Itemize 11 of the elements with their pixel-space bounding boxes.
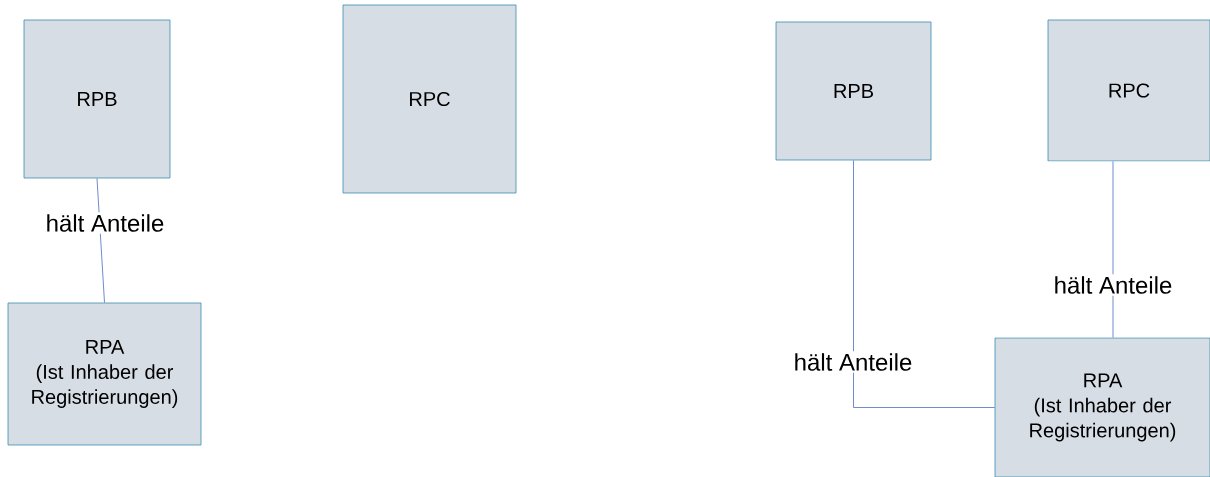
connector-line [853, 160, 995, 408]
box: RPB [775, 21, 932, 161]
edge-label: hält Anteile [791, 351, 915, 373]
box: RPC [1047, 19, 1210, 162]
box: RPA (Ist Inhaber der Registrierungen) [994, 337, 1210, 477]
edge-label: hält Anteile [43, 212, 167, 234]
box: RPC [342, 4, 517, 194]
box: RPB [23, 19, 171, 179]
box: RPA (Ist Inhaber der Registrierungen) [7, 302, 202, 446]
edge-label: hält Anteile [1051, 274, 1175, 296]
connector-line [1112, 161, 1114, 338]
